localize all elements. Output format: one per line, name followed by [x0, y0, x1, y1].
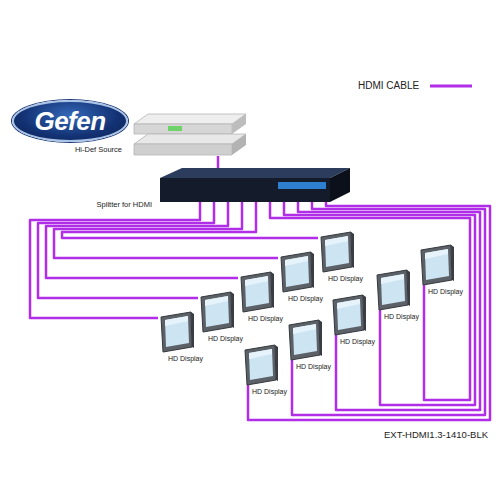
hdmi-cable [284, 202, 475, 405]
hdmi-cable [292, 202, 485, 415]
display-label: HD Display [252, 387, 287, 397]
monitor-art [242, 345, 278, 385]
hd-display: HD Display [318, 232, 354, 272]
monitor-art [278, 252, 314, 292]
hd-display: HD Display [374, 270, 410, 310]
display-label: HD Display [168, 354, 203, 364]
hdmi-cable [38, 202, 214, 298]
legend-line-sample [430, 85, 472, 88]
monitor-art [286, 320, 322, 360]
hdmi-cable [54, 202, 278, 258]
model-number: EXT-HDMI1.3-1410-BLK [384, 430, 488, 440]
display-label: HD Display [208, 334, 243, 344]
monitor-art [158, 312, 194, 352]
monitor-art [318, 232, 354, 272]
hdmi-cable [217, 156, 220, 168]
hdmi-cable [248, 202, 490, 420]
display-label: HD Display [428, 287, 463, 297]
display-label: HD Display [384, 312, 419, 322]
brand-logo: Gefen [12, 100, 128, 142]
source-device: Hi-Def Source [128, 112, 248, 156]
monitor-art [418, 245, 454, 285]
monitor-art [198, 292, 234, 332]
legend-text: HDMI CABLE [358, 80, 419, 92]
hd-display: HD Display [278, 252, 314, 292]
hdmi-cable [46, 202, 238, 278]
hdmi-cable [270, 202, 470, 400]
logo-text: Gefen [34, 106, 105, 137]
display-label: HD Display [340, 337, 375, 347]
monitor-art [374, 270, 410, 310]
hd-display: HD Display [158, 312, 194, 352]
monitor-art [330, 295, 366, 335]
source-device-art [128, 112, 248, 156]
hd-display: HD Display [238, 272, 274, 312]
hdmi-splitter: Splitter for HDMI [160, 168, 350, 202]
device-label: Hi-Def Source [75, 145, 122, 155]
hdmi-cable [30, 202, 200, 318]
display-label: HD Display [296, 362, 331, 372]
hd-display: HD Display [330, 295, 366, 335]
hdmi-cable [298, 202, 480, 410]
device-label: Splitter for HDMI [97, 200, 152, 210]
splitter-art [160, 168, 350, 202]
display-label: HD Display [328, 274, 363, 284]
hd-display: HD Display [198, 292, 234, 332]
hd-display: HD Display [286, 320, 322, 360]
display-label: HD Display [248, 314, 283, 324]
hd-display: HD Display [242, 345, 278, 385]
monitor-art [238, 272, 274, 312]
display-label: HD Display [288, 294, 323, 304]
hd-display: HD Display [418, 245, 454, 285]
